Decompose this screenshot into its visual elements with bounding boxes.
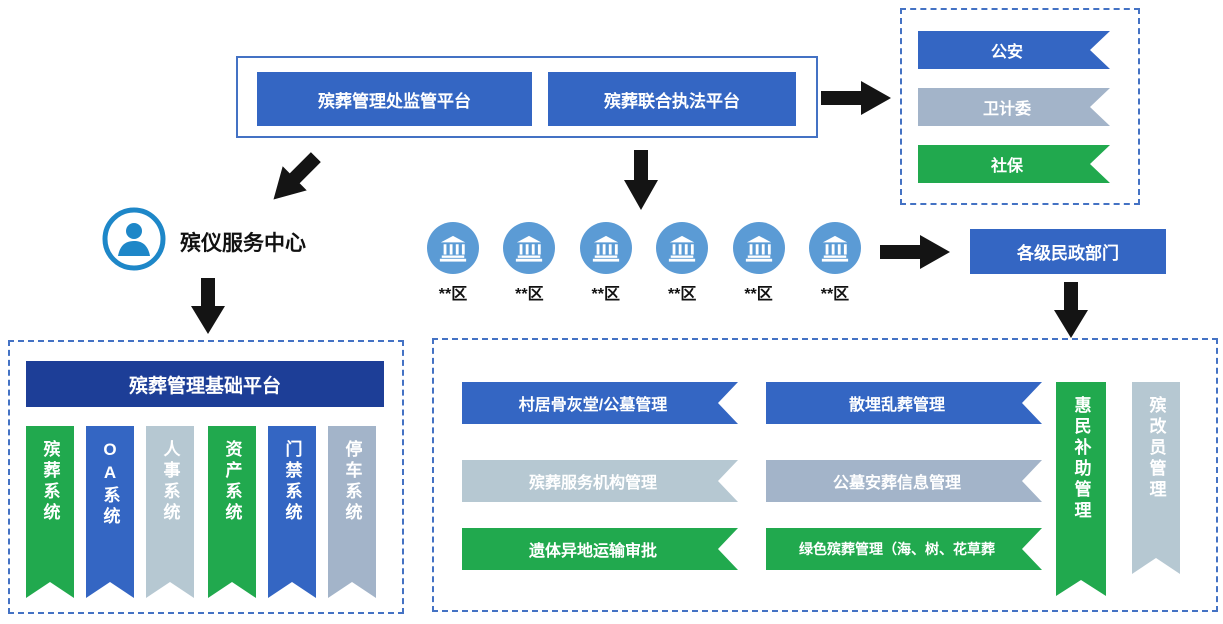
arrow-right-platforms-to-agencies-icon — [821, 81, 891, 115]
ribbon-social-security-label: 社保 — [990, 158, 1023, 175]
ribbon-remains-transport-approval-label: 遗体异地运输审批 — [528, 543, 657, 560]
district-label: **区 — [515, 286, 544, 303]
arrow-down-civil-affairs-to-modules-icon — [1054, 282, 1088, 338]
arrow-down-service-center-to-base-platform-icon — [191, 278, 225, 334]
ribbon-scattered-burial-mgmt: 散埋乱葬管理 — [766, 382, 1042, 424]
ribbon-health-commission: 卫计委 — [918, 88, 1110, 126]
district-node: **区 — [802, 222, 868, 303]
ribbon-cemetery-burial-info-mgmt-label: 公墓安葬信息管理 — [832, 475, 961, 492]
service-center-label: 殡仪服务中心 — [180, 232, 306, 255]
district-label: **区 — [591, 286, 621, 303]
district-node: **区 — [573, 222, 639, 303]
arrow-down-platforms-to-districts-icon — [624, 150, 658, 210]
bank-icon — [427, 222, 479, 274]
bank-icon — [808, 222, 861, 274]
district-node: **区 — [420, 222, 486, 303]
ribbon-funeral-reform-staff-mgmt: 殡改员管理 — [1132, 382, 1180, 574]
top-platform-group-box: 殡葬管理处监管平台 殡葬联合执法平台 — [236, 56, 818, 138]
base-platform-group-box: 殡葬管理基础平台 殡葬系统 OA系统 人事系统 资产系统 门禁系统 停车系统 — [8, 340, 404, 614]
node-civil-affairs-departments-label: 各级民政部门 — [1017, 244, 1119, 263]
districts-row: **区 **区 **区 **区 **区 — [420, 222, 868, 303]
ribbon-social-security: 社保 — [918, 145, 1110, 183]
arrow-down-left-to-service-center-icon — [273, 152, 321, 200]
district-node: **区 — [496, 222, 562, 303]
ribbon-oa-system-label: OA系统 — [100, 440, 120, 528]
ribbon-funeral-system-label: 殡葬系统 — [40, 440, 60, 524]
district-node: **区 — [649, 222, 715, 303]
service-center-icon — [101, 206, 167, 272]
ribbon-public-security: 公安 — [918, 31, 1110, 69]
bank-icon — [503, 222, 556, 274]
ribbon-access-control-system-label: 门禁系统 — [282, 440, 302, 524]
node-civil-affairs-departments: 各级民政部门 — [970, 229, 1166, 274]
ribbon-green-burial-mgmt: 绿色殡葬管理（海、树、花草葬 — [766, 528, 1042, 570]
bank-icon — [656, 222, 709, 274]
district-label: **区 — [667, 286, 697, 303]
ribbon-asset-system-label: 资产系统 — [222, 440, 242, 524]
ribbon-funeral-system: 殡葬系统 — [26, 426, 74, 598]
base-platform-title: 殡葬管理基础平台 — [128, 375, 281, 397]
agencies-group-box: 公安 卫计委 社保 — [900, 8, 1140, 205]
civil-modules-group-box: 村居骨灰堂/公墓管理 殡葬服务机构管理 遗体异地运输审批 散埋乱葬管理 公墓安葬… — [432, 338, 1218, 612]
arrow-right-districts-to-civil-affairs-icon — [880, 235, 950, 269]
ribbon-green-burial-mgmt-label: 绿色殡葬管理（海、树、花草葬 — [799, 541, 995, 557]
ribbon-funeral-service-org-mgmt-label: 殡葬服务机构管理 — [528, 475, 657, 492]
ribbon-asset-system: 资产系统 — [208, 426, 256, 598]
node-supervision-platform: 殡葬管理处监管平台 — [257, 72, 532, 126]
district-label: **区 — [820, 286, 850, 303]
ribbon-remains-transport-approval: 遗体异地运输审批 — [462, 528, 738, 570]
ribbon-parking-system: 停车系统 — [328, 426, 376, 598]
node-joint-enforcement-platform-label: 殡葬联合执法平台 — [604, 91, 740, 111]
district-label: **区 — [438, 286, 468, 303]
ribbon-funeral-service-org-mgmt: 殡葬服务机构管理 — [462, 460, 738, 502]
ribbon-funeral-reform-staff-mgmt-label: 殡改员管理 — [1146, 396, 1166, 501]
ribbon-columbarium-cemetery-mgmt-label: 村居骨灰堂/公墓管理 — [518, 397, 668, 414]
district-label: **区 — [744, 286, 773, 303]
ribbon-parking-system-label: 停车系统 — [342, 440, 362, 524]
ribbon-scattered-burial-mgmt-label: 散埋乱葬管理 — [848, 397, 945, 414]
ribbon-benefit-subsidy-mgmt: 惠民补助管理 — [1056, 382, 1106, 596]
ribbon-health-commission-label: 卫计委 — [982, 101, 1031, 118]
ribbon-benefit-subsidy-mgmt-label: 惠民补助管理 — [1071, 396, 1091, 522]
ribbon-access-control-system: 门禁系统 — [268, 426, 316, 598]
ribbon-hr-system-label: 人事系统 — [160, 440, 180, 524]
ribbon-public-security-label: 公安 — [990, 44, 1023, 61]
node-supervision-platform-label: 殡葬管理处监管平台 — [318, 91, 471, 111]
ribbon-columbarium-cemetery-mgmt: 村居骨灰堂/公墓管理 — [462, 382, 738, 424]
ribbon-cemetery-burial-info-mgmt: 公墓安葬信息管理 — [766, 460, 1042, 502]
bank-icon — [579, 222, 632, 274]
ribbon-oa-system: OA系统 — [86, 426, 134, 598]
node-joint-enforcement-platform: 殡葬联合执法平台 — [548, 72, 796, 126]
district-node: **区 — [726, 222, 792, 303]
ribbon-hr-system: 人事系统 — [146, 426, 194, 598]
base-platform-header: 殡葬管理基础平台 — [26, 361, 384, 407]
bank-icon — [732, 222, 785, 274]
